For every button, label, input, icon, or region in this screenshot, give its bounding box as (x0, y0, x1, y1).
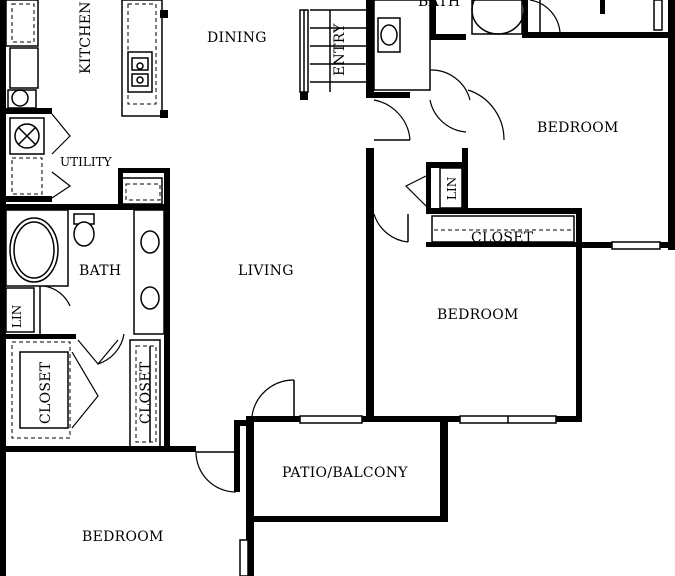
room-label-living: LIVING (238, 263, 294, 279)
room-label-dining: DINING (207, 30, 267, 46)
windows (239, 0, 663, 576)
entry-area (310, 9, 411, 141)
room-label-bath-top: BATH (418, 0, 460, 10)
closet-right-area (373, 167, 575, 243)
room-label-kitchen: KITCHEN (78, 1, 94, 74)
utility-area (9, 113, 72, 199)
room-label-bedroom-ne: BEDROOM (537, 120, 619, 136)
room-label-bedroom-e: BEDROOM (437, 307, 519, 323)
room-label-lin-left: LIN (10, 305, 24, 328)
room-label-patio: PATIO/BALCONY (282, 465, 408, 481)
closet-left-area (5, 287, 237, 493)
room-label-closet-right: CLOSET (471, 230, 534, 246)
room-labels: KITCHEN DINING ENTRY BATH BEDROOM UTILIT… (10, 0, 619, 545)
bath-left-area (5, 177, 165, 365)
room-label-closet-left: CLOSET (38, 361, 54, 424)
room-label-bath-left: BATH (79, 263, 121, 279)
room-label-bedroom-sw: BEDROOM (82, 529, 164, 545)
kitchen-area (5, 0, 163, 117)
room-label-entry: ENTRY (332, 23, 348, 76)
patio-door (251, 379, 295, 417)
bath-top-area (373, 0, 561, 141)
room-label-lin-right: LIN (445, 177, 459, 200)
room-label-utility: UTILITY (60, 155, 113, 169)
room-label-closet-mid: CLOSET (138, 361, 154, 424)
